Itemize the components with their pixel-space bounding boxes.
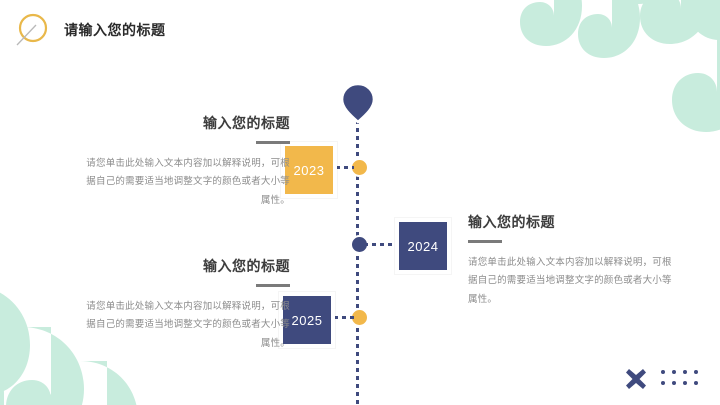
block-body: 请您单击此处输入文本内容加以解释说明，可根据自己的需要适当地调整文字的颜色或者大… — [86, 157, 290, 206]
heading-rule — [468, 239, 502, 243]
heading-rule — [256, 140, 290, 144]
page-title: 请输入您的标题 — [64, 22, 166, 38]
dot-grid-icon — [661, 369, 702, 389]
block-body: 请您单击此处输入文本内容加以解释说明，可根据自己的需要适当地调整文字的颜色或者大… — [86, 300, 290, 349]
text-block-2023: 输入您的标题 请您单击此处输入文本内容加以解释说明，可根据自己的需要适当地调整文… — [85, 115, 290, 210]
slide-header: 请输入您的标题 — [14, 12, 166, 48]
connector-2025 — [334, 316, 354, 319]
heading-rule — [256, 283, 290, 287]
connector-2024 — [364, 243, 394, 246]
text-block-2025: 输入您的标题 请您单击此处输入文本内容加以解释说明，可根据自己的需要适当地调整文… — [85, 258, 290, 353]
circle-slash-icon — [14, 12, 50, 48]
block-heading: 输入您的标题 — [203, 258, 290, 274]
year-chip-2025[interactable]: 2025 — [279, 292, 335, 348]
cross-x-icon — [626, 369, 646, 389]
block-heading: 输入您的标题 — [468, 214, 555, 230]
year-chip-label: 2025 — [291, 312, 323, 328]
year-chip-label: 2024 — [407, 238, 439, 254]
leaf-blob-icon — [520, 0, 720, 132]
year-chip-label: 2023 — [293, 162, 325, 178]
map-pin-balloon-icon — [340, 82, 376, 124]
bottom-ornament — [624, 367, 702, 391]
connector-2023 — [336, 166, 354, 169]
text-block-2024: 输入您的标题 请您单击此处输入文本内容加以解释说明，可根据自己的需要适当地调整文… — [468, 214, 673, 309]
block-heading: 输入您的标题 — [203, 115, 290, 131]
year-chip-2024[interactable]: 2024 — [395, 218, 451, 274]
block-body: 请您单击此处输入文本内容加以解释说明，可根据自己的需要适当地调整文字的颜色或者大… — [468, 256, 672, 305]
year-chip-2023[interactable]: 2023 — [281, 142, 337, 198]
